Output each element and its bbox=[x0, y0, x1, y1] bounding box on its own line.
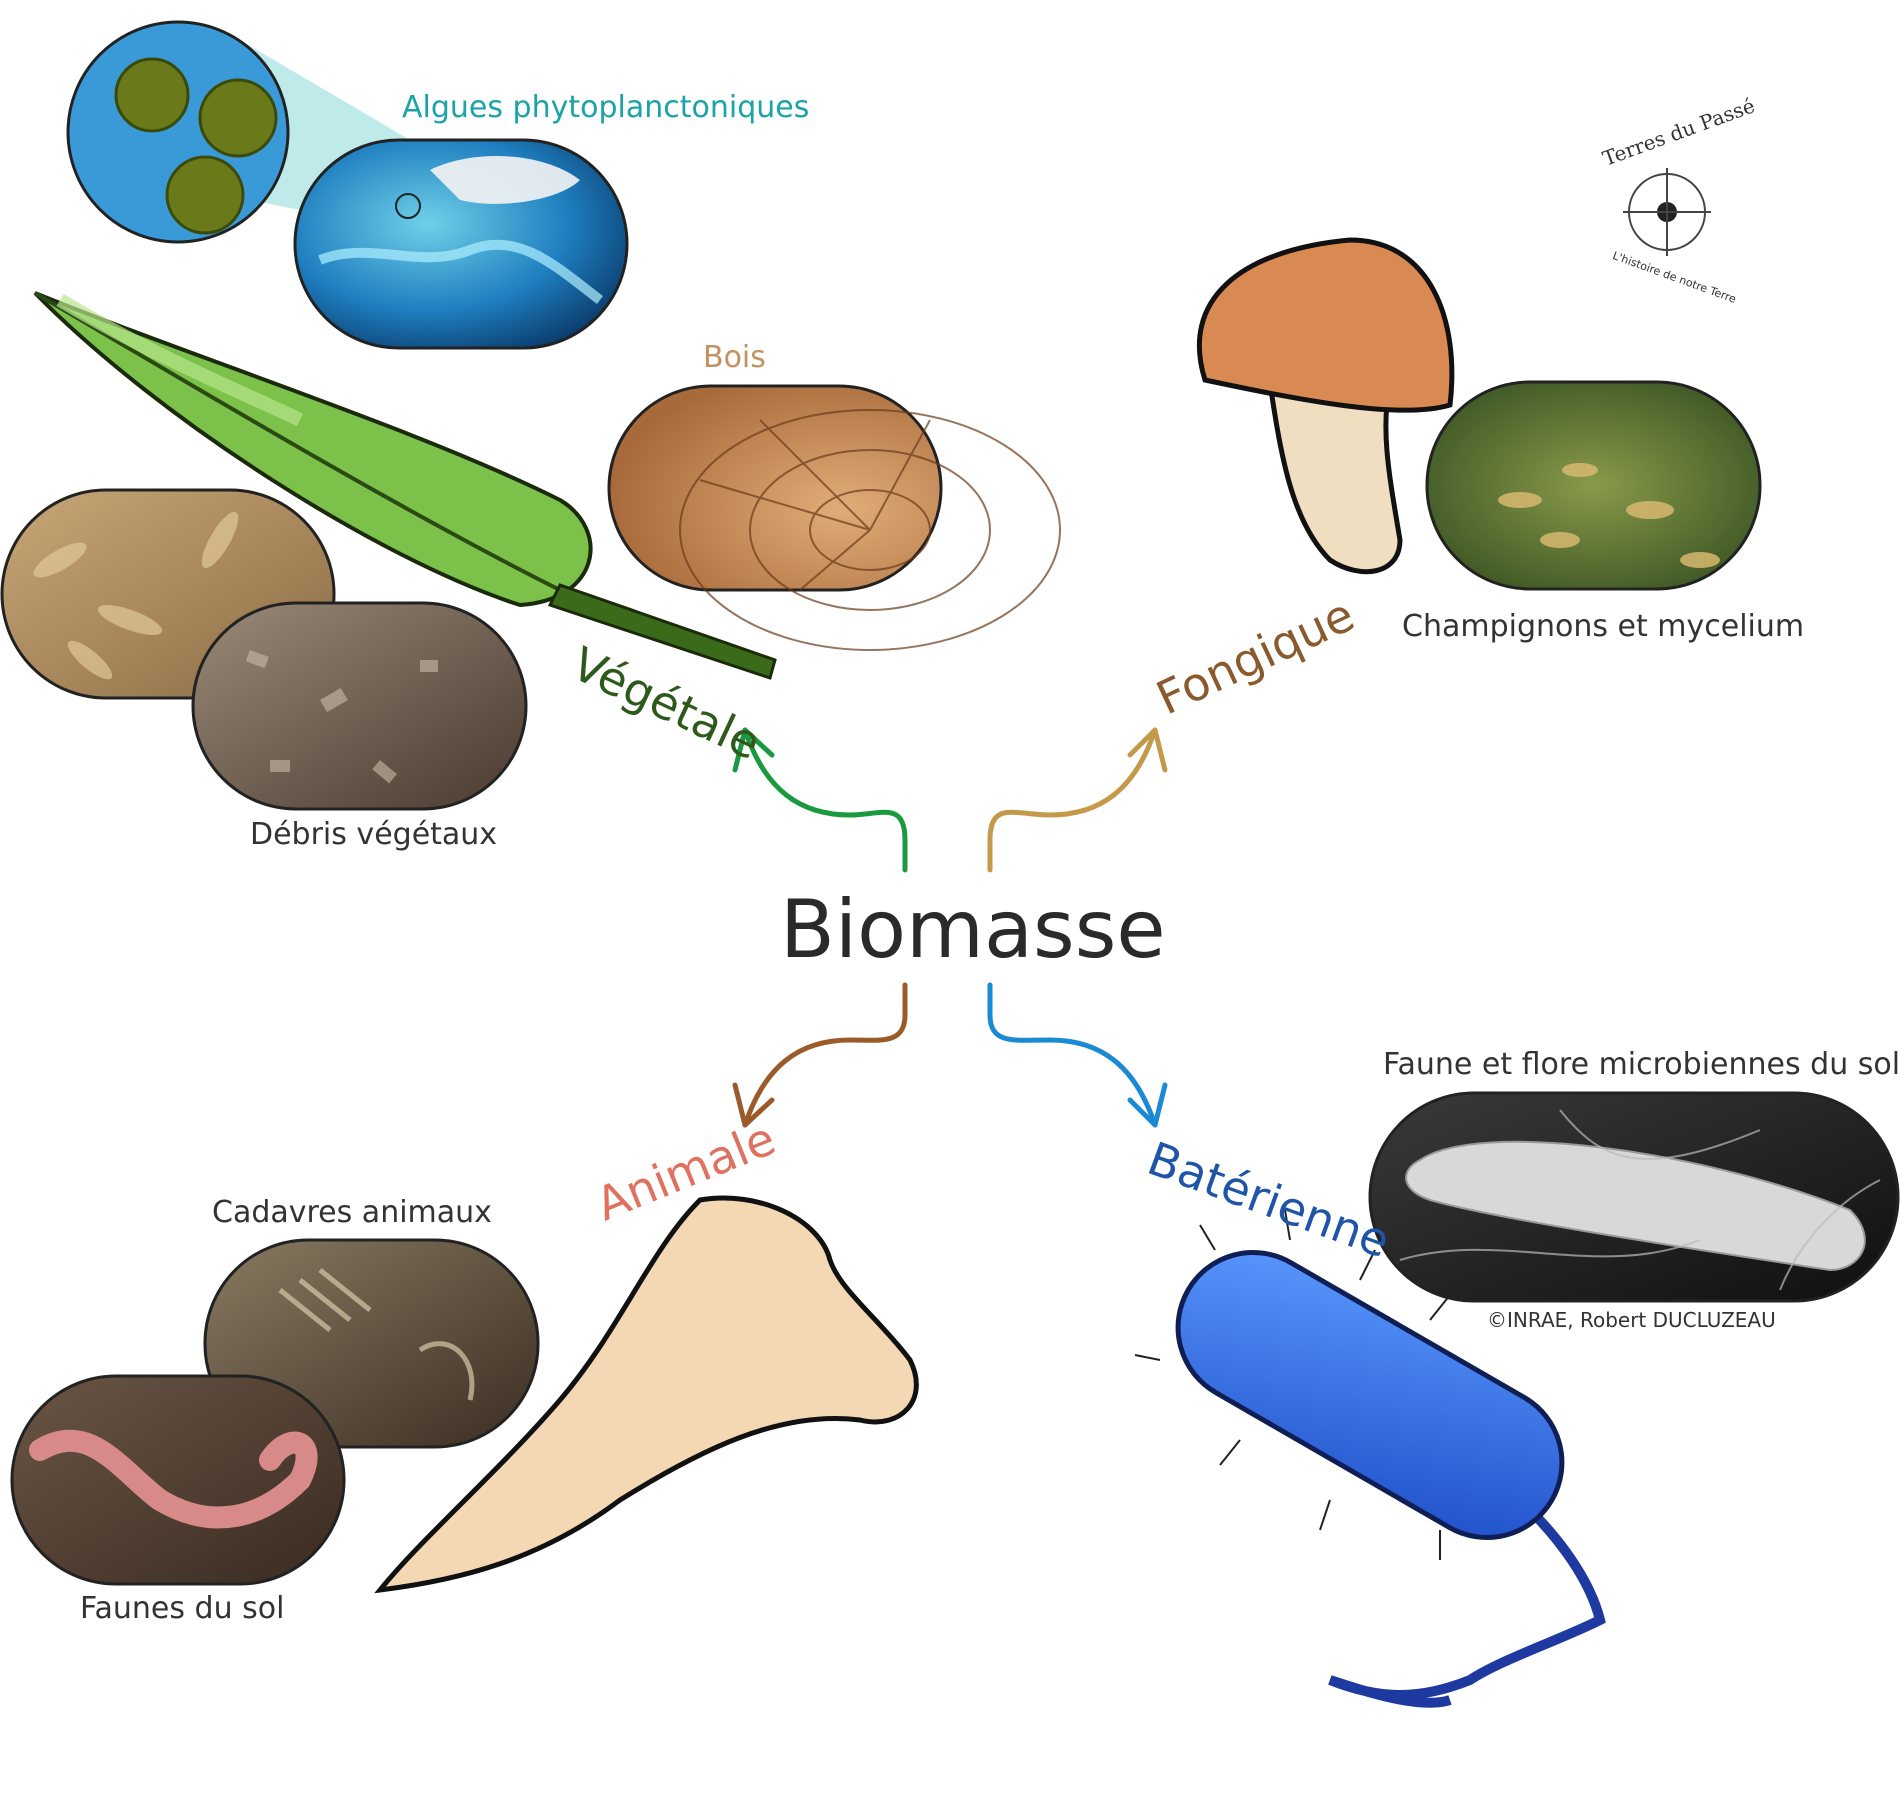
wood-label: Bois bbox=[703, 340, 766, 375]
center-title: Biomasse bbox=[780, 883, 1166, 976]
arrow-fongique bbox=[987, 727, 1168, 873]
debris-label: Débris végétaux bbox=[250, 817, 498, 852]
wood-photo bbox=[607, 384, 1061, 651]
soil-fauna-photo bbox=[10, 1374, 346, 1586]
bacterium-illustration bbox=[1134, 1209, 1606, 1708]
algae-label: Algues phytoplanctoniques bbox=[402, 90, 810, 125]
mushroom-illustration bbox=[1197, 237, 1455, 575]
logo bbox=[1623, 168, 1711, 256]
debris-photo bbox=[191, 601, 528, 811]
arrow-animale bbox=[732, 982, 908, 1128]
arrow-bacterienne bbox=[987, 982, 1168, 1128]
mushrooms-forest-photo bbox=[1425, 380, 1762, 591]
carcass-label: Cadavres animaux bbox=[212, 1195, 492, 1230]
arrow-vegetale bbox=[732, 727, 908, 873]
microbe-sem-photo bbox=[1368, 1091, 1900, 1303]
microbes-label: Faune et flore microbiennes du sol bbox=[1383, 1047, 1900, 1082]
mushrooms-label: Champignons et mycelium bbox=[1402, 609, 1805, 644]
photo-credit: ©INRAE, Robert DUCLUZEAU bbox=[1487, 1308, 1776, 1332]
algae-satellite-photo bbox=[66, 20, 629, 350]
soil-fauna-label: Faunes du sol bbox=[80, 1591, 285, 1626]
bone-illustration bbox=[374, 1195, 919, 1594]
leaf-illustration bbox=[33, 291, 777, 680]
phytoplankton-cell bbox=[114, 57, 278, 235]
